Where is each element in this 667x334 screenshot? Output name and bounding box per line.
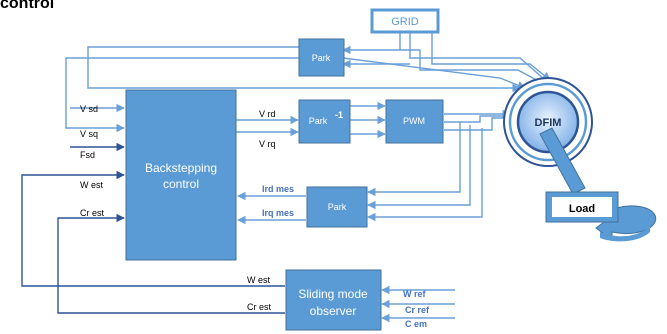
vrq-label: V rq — [259, 139, 276, 149]
grid-line-3 — [432, 32, 550, 80]
pwm-block: PWM — [386, 100, 443, 143]
pwm-label: PWM — [403, 116, 425, 126]
sliding-observer-block: Sliding mode observer — [286, 270, 381, 330]
pwm-to-dfim-2 — [444, 116, 510, 122]
load-block: Load — [546, 192, 656, 241]
dfim-label: DFIM — [535, 117, 562, 129]
sliding-label-1: Sliding mode — [298, 287, 368, 301]
vsq-label: V sq — [80, 129, 98, 139]
vrd-label: V rd — [259, 109, 276, 119]
dfim-machine: DFIM — [504, 78, 592, 166]
fsd-label: Fsd — [80, 150, 95, 160]
park-inverse-block: Park -1 — [299, 100, 350, 143]
crest-out-label: Cr est — [247, 302, 272, 312]
park-inverse-label: Park — [309, 116, 328, 126]
cem-label: C em — [405, 319, 427, 329]
park-to-dfim-line — [343, 58, 525, 88]
park-bottom-label: Park — [328, 202, 347, 212]
cref-label: Cr ref — [405, 305, 430, 315]
top-cut-text: control — [0, 0, 54, 12]
park-top-label: Park — [312, 53, 331, 63]
load-label: Load — [569, 203, 595, 215]
ird-mes-label: Ird mes — [262, 184, 294, 194]
backstepping-block: Backstepping control — [126, 90, 236, 260]
park-inverse-superscript: -1 — [335, 110, 343, 120]
grid-block: GRID — [372, 10, 438, 32]
backstepping-label-1: Backstepping — [145, 161, 217, 175]
vsd-label: V sd — [80, 104, 98, 114]
crest-in-label: Cr est — [80, 208, 105, 218]
irq-mes-label: Irq mes — [262, 208, 294, 218]
pwm-to-dfim-3 — [444, 118, 512, 130]
sliding-label-2: observer — [310, 304, 357, 318]
grid-line-2 — [410, 32, 545, 80]
grid-label: GRID — [391, 16, 419, 28]
west-out-label: W est — [247, 275, 271, 285]
park-top-block: Park — [299, 39, 344, 76]
backstepping-label-2: control — [163, 177, 199, 191]
park-bottom-block: Park — [307, 187, 367, 227]
wref-label: W ref — [403, 289, 427, 299]
west-in-label: W est — [80, 180, 104, 190]
